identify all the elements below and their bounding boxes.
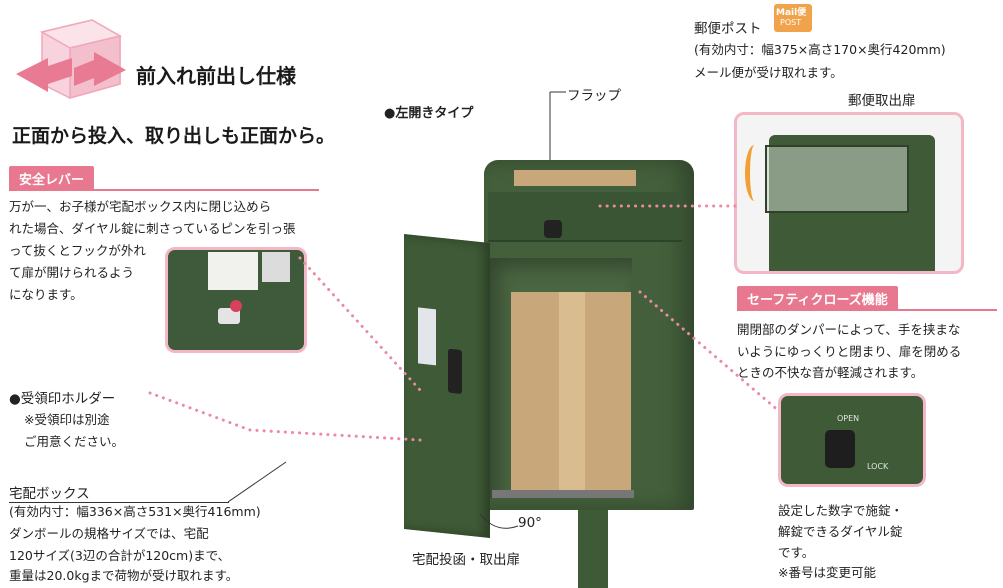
door-label: 宅配投函・取出扉 <box>412 552 520 568</box>
angle-label: 90° <box>518 515 542 531</box>
mail-flap <box>514 170 636 186</box>
post-note: メール便が受け取れます。 <box>694 65 843 80</box>
delivery-box-title: 宅配ボックス <box>9 486 90 502</box>
dial-lock-line-3: です。 <box>778 545 815 560</box>
safety-lever-line-5: になります。 <box>9 287 83 302</box>
safety-close-line-1: 開閉部のダンパーによって、手を挟まな <box>737 322 961 337</box>
label-sticker-2 <box>262 252 290 282</box>
delivery-box-line-2: 120サイズ(3辺の合計が120cm)まで、 <box>9 548 231 563</box>
box-floor <box>492 490 634 498</box>
page-subtitle: 正面から投入、取り出しも正面から。 <box>12 125 336 147</box>
mail-post-badge: Mail便 POST <box>774 4 812 32</box>
lever-part <box>218 308 240 324</box>
lever-pin <box>230 300 242 312</box>
cardboard-tape <box>559 292 585 492</box>
flap-leader <box>549 91 566 168</box>
safety-lever-line-4: て扉が開けられるよう <box>9 265 135 280</box>
safety-lever-line-1: 万が一、お子様が宅配ボックス内に閉じ込めら <box>9 199 272 214</box>
open-direction-arrow <box>745 145 764 201</box>
mail-dial-lock <box>544 220 562 238</box>
safety-close-tag: セーフティクローズ機能 <box>737 286 898 311</box>
safety-close-underline <box>737 309 997 311</box>
front-in-out-icon <box>16 19 126 99</box>
dial-lock-body <box>825 430 855 468</box>
type-label: ●左開きタイプ <box>384 106 474 121</box>
post-title: 郵便ポスト <box>694 21 762 37</box>
post-door-photo <box>734 112 964 274</box>
safety-lever-line-2: れた場合、ダイヤル錠に刺さっているピンを引っ張 <box>9 221 296 236</box>
safety-close-line-2: いようにゆっくりと閉まり、扉を閉める <box>737 344 962 359</box>
safety-lever-line-3: って抜くとフックが外れ <box>9 243 146 258</box>
delivery-box-dims: (有効内寸：幅336×高さ531×奥行416mm) <box>9 504 261 519</box>
dial-lock-photo: OPEN LOCK <box>778 393 926 487</box>
label-sticker <box>208 252 258 290</box>
support-post <box>578 510 608 588</box>
receipt-holder-title: ●受領印ホルダー <box>9 391 116 407</box>
dial-lock-line-1: 設定した数字で施錠・ <box>778 503 904 518</box>
angle-arc <box>479 513 519 529</box>
post-door-open <box>765 145 909 213</box>
safety-lever-photo <box>165 247 307 353</box>
delivery-box-line-3: 重量は20.0kgまで荷物が受け取れます。 <box>9 568 239 583</box>
delivery-box-leader-line <box>9 502 229 503</box>
page-title: 前入れ前出し仕様 <box>136 64 296 88</box>
receipt-holder-line-2: ご用意ください。 <box>24 434 125 449</box>
safety-lever-underline <box>9 189 319 191</box>
mail-post-badge-bottom: POST <box>780 18 802 27</box>
dial-lock-line-4: ※番号は変更可能 <box>778 565 876 580</box>
post-dims: (有効内寸：幅375×高さ170×奥行420mm) <box>694 42 946 57</box>
safety-close-line-3: ときの不快な音が軽減されます。 <box>737 365 924 380</box>
delivery-box-line-1: ダンボールの規格サイズでは、宅配 <box>9 526 209 541</box>
safety-lever-tag: 安全レバー <box>9 166 95 191</box>
receipt-holder-line-1: ※受領印は別途 <box>24 412 110 427</box>
cardboard-box <box>511 292 631 492</box>
delivery-box-leader <box>228 461 287 503</box>
flap-label: フラップ <box>567 88 621 104</box>
open-label: OPEN <box>837 414 860 423</box>
lock-label: LOCK <box>867 462 889 471</box>
dial-lock-line-2: 解錠できるダイヤル錠 <box>778 524 903 539</box>
mail-slot-panel <box>488 192 682 242</box>
mail-post-badge-top: Mail便 <box>776 8 807 18</box>
post-door-label: 郵便取出扉 <box>848 93 916 109</box>
